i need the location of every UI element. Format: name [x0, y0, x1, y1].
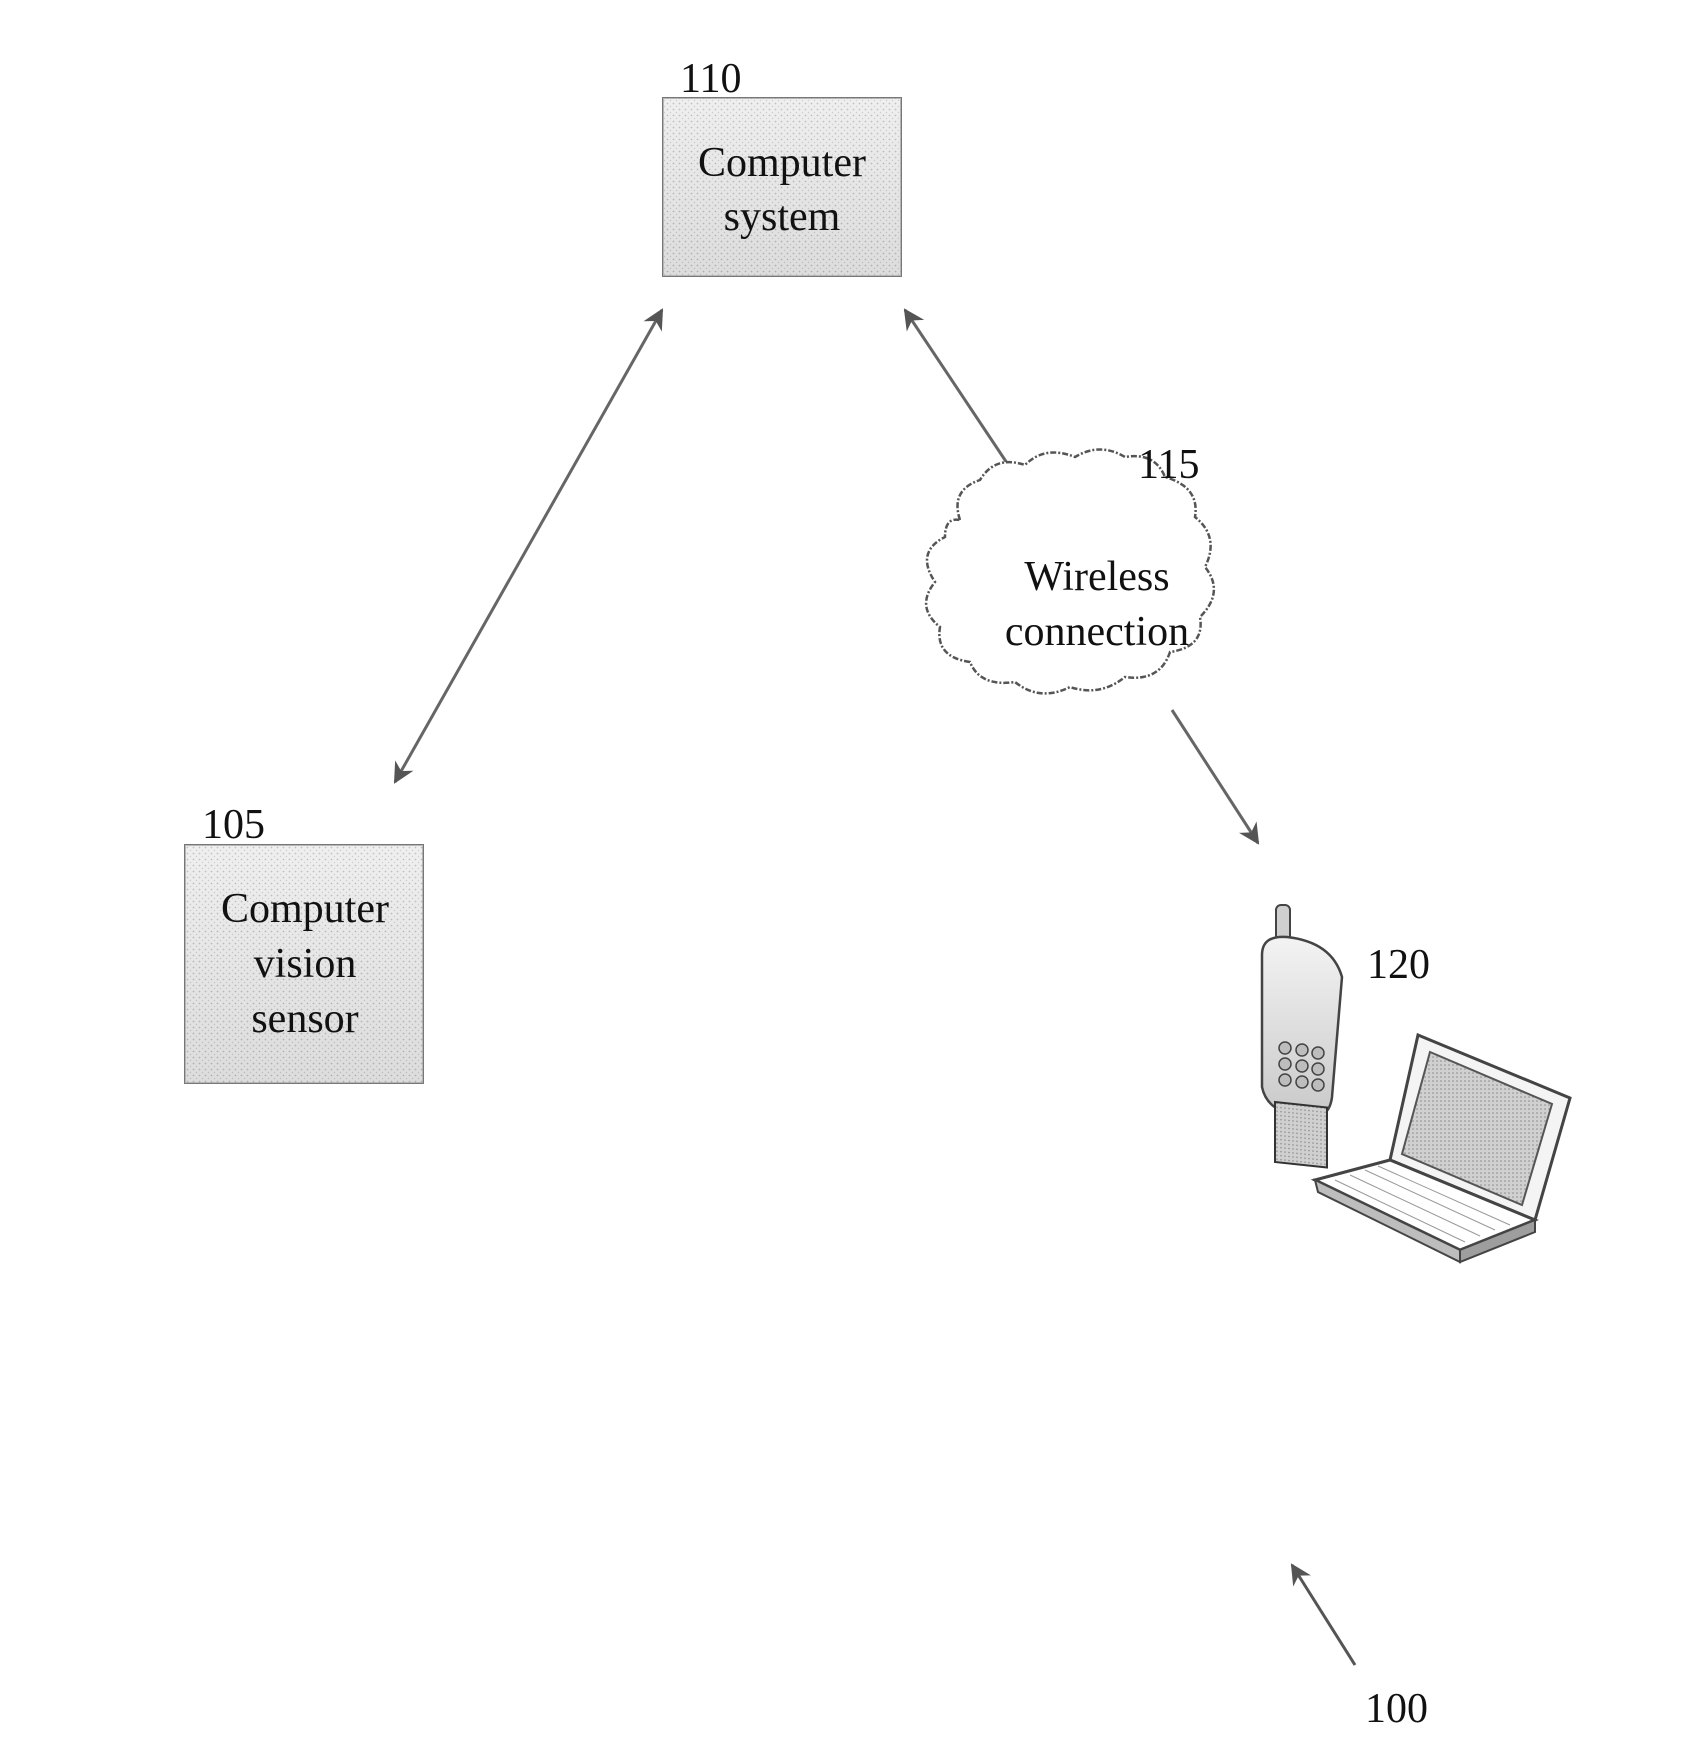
wireless-ref: 115	[1138, 442, 1199, 488]
computer-system-label-line-1: Computer	[698, 140, 866, 186]
computer-system-node: 110 Computer system	[663, 56, 901, 276]
user-devices-node: 120	[1262, 905, 1570, 1262]
vision-sensor-ref: 105	[202, 802, 265, 848]
vision-sensor-node: 105 Computer vision sensor	[185, 802, 423, 1083]
edge-sensor-to-system	[395, 310, 662, 782]
laptop-icon	[1315, 1035, 1570, 1262]
devices-ref: 120	[1367, 942, 1430, 988]
wireless-label-line-1: Wireless	[1024, 554, 1169, 600]
vision-sensor-label-line-3: sensor	[251, 996, 358, 1042]
vision-sensor-label-line-2: vision	[254, 941, 357, 987]
mobile-phone-icon	[1262, 905, 1342, 1167]
figure-pointer-arrow	[1292, 1565, 1355, 1665]
vision-sensor-label-line-1: Computer	[221, 886, 389, 932]
wireless-connection-node: 115 Wireless connection	[926, 442, 1214, 693]
computer-system-ref: 110	[680, 56, 741, 102]
figure-ref: 100	[1365, 1686, 1428, 1732]
edge-wireless-to-devices	[1172, 710, 1258, 843]
computer-system-label-line-2: system	[724, 194, 841, 240]
wireless-label-line-2: connection	[1005, 609, 1189, 655]
